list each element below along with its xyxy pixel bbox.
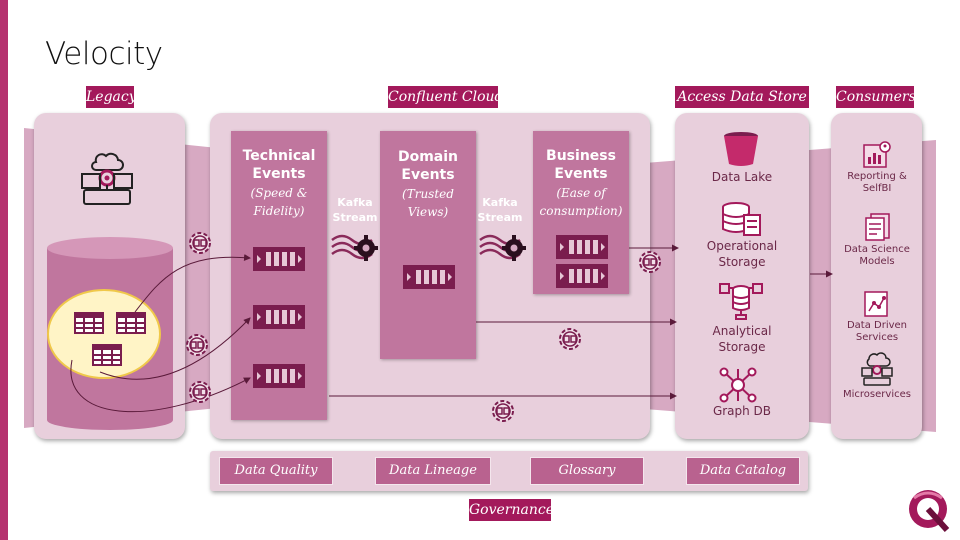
business-events-title-2: Events	[554, 166, 608, 182]
kafka-stream-1-label: Kafka Stream	[331, 195, 379, 225]
governance-item-data-quality: Data Quality	[219, 457, 333, 485]
connector-icon-3	[189, 381, 211, 403]
data-lake-bucket-icon	[724, 132, 758, 166]
technical-events-sub-2: Fidelity)	[253, 204, 305, 218]
legacy-table-icon-2	[116, 312, 146, 338]
legacy-table-icon-1	[74, 312, 104, 338]
analytical-storage-icon	[719, 283, 763, 320]
technical-events-sub-1: (Speed &	[250, 186, 308, 200]
brand-logo	[909, 490, 950, 533]
data-science-models-icon	[865, 213, 890, 241]
graph-db-label: Graph DB	[712, 404, 772, 418]
reporting-selfbi-label-2: SelfBI	[862, 183, 892, 194]
kafka-stream-icon-1	[331, 234, 378, 261]
arrow-legacy-to-queue-2	[99, 317, 251, 380]
connector-icon-6	[492, 400, 514, 422]
data-driven-services-icon	[864, 291, 888, 317]
analytical-storage-label-2: Storage	[718, 340, 766, 354]
governance-label: Governance	[469, 499, 554, 521]
queue-icon-technical-1	[253, 247, 305, 275]
connector-icon-1	[189, 232, 211, 254]
kafka-stream-2-label: Kafka Stream	[476, 195, 524, 225]
access-data-store-label: Access Data Store	[675, 86, 809, 108]
consumers-label: Consumers	[836, 86, 916, 108]
data-driven-services-label-2: Services	[855, 332, 899, 343]
domain-events-title-2: Events	[401, 167, 455, 183]
queue-icon-domain	[403, 265, 455, 293]
arrow-legacy-to-queue-1	[134, 254, 251, 313]
technical-events-title-1: Technical	[242, 148, 316, 164]
domain-events-sub-1: (Trusted	[402, 187, 454, 201]
connector-icon-4	[639, 251, 661, 273]
page-title: Velocity	[45, 36, 163, 72]
connector-icon-5	[559, 328, 581, 350]
data-science-models-label-1: Data Science	[844, 244, 910, 255]
queue-icon-business-2	[556, 264, 608, 292]
business-events-title-1: Business	[546, 148, 616, 164]
data-lake-label: Data Lake	[711, 170, 773, 184]
business-events-sub-2: consumption)	[539, 204, 623, 218]
governance-item-data-lineage: Data Lineage	[375, 457, 491, 485]
legacy-system-icon	[81, 152, 133, 205]
domain-events-column: Domain Events (Trusted Views)	[380, 131, 476, 359]
domain-events-sub-2: Views)	[407, 205, 449, 219]
graph-db-icon	[719, 367, 757, 403]
reporting-selfbi-icon	[863, 141, 891, 168]
reporting-selfbi-label-1: Reporting &	[847, 171, 907, 182]
arrow-legacy-to-queue-3	[70, 359, 251, 413]
operational-storage-label-2: Storage	[718, 255, 766, 269]
technical-events-title-2: Events	[252, 166, 306, 182]
kafka-stream-2-line1: Kafka	[482, 196, 518, 209]
legacy-table-icon-3	[92, 344, 122, 370]
kafka-stream-2-line2: Stream	[477, 211, 523, 224]
governance-item-data-catalog: Data Catalog	[686, 457, 800, 485]
kafka-stream-1-line1: Kafka	[337, 196, 373, 209]
operational-storage-label-1: Operational	[706, 239, 778, 253]
left-accent-bar	[0, 0, 8, 540]
kafka-stream-1-line2: Stream	[332, 211, 378, 224]
data-driven-services-label-1: Data Driven	[846, 320, 908, 331]
connector-icon-2	[186, 334, 208, 356]
microservices-icon	[861, 352, 893, 386]
queue-icon-technical-3	[253, 364, 305, 392]
data-science-models-label-2: Models	[859, 256, 895, 267]
confluent-cloud-label: Confluent Cloud	[388, 86, 504, 108]
legacy-label: Legacy	[86, 86, 137, 108]
operational-storage-icon	[722, 202, 761, 236]
queue-icon-business-1	[556, 235, 608, 263]
microservices-label: Microservices	[843, 389, 911, 400]
governance-item-glossary: Glossary	[530, 457, 644, 485]
business-events-sub-1: (Ease of	[556, 186, 606, 200]
analytical-storage-label-1: Analytical	[712, 324, 772, 338]
queue-icon-technical-2	[253, 305, 305, 333]
kafka-stream-icon-2	[479, 234, 526, 261]
domain-events-title-1: Domain	[397, 149, 459, 165]
